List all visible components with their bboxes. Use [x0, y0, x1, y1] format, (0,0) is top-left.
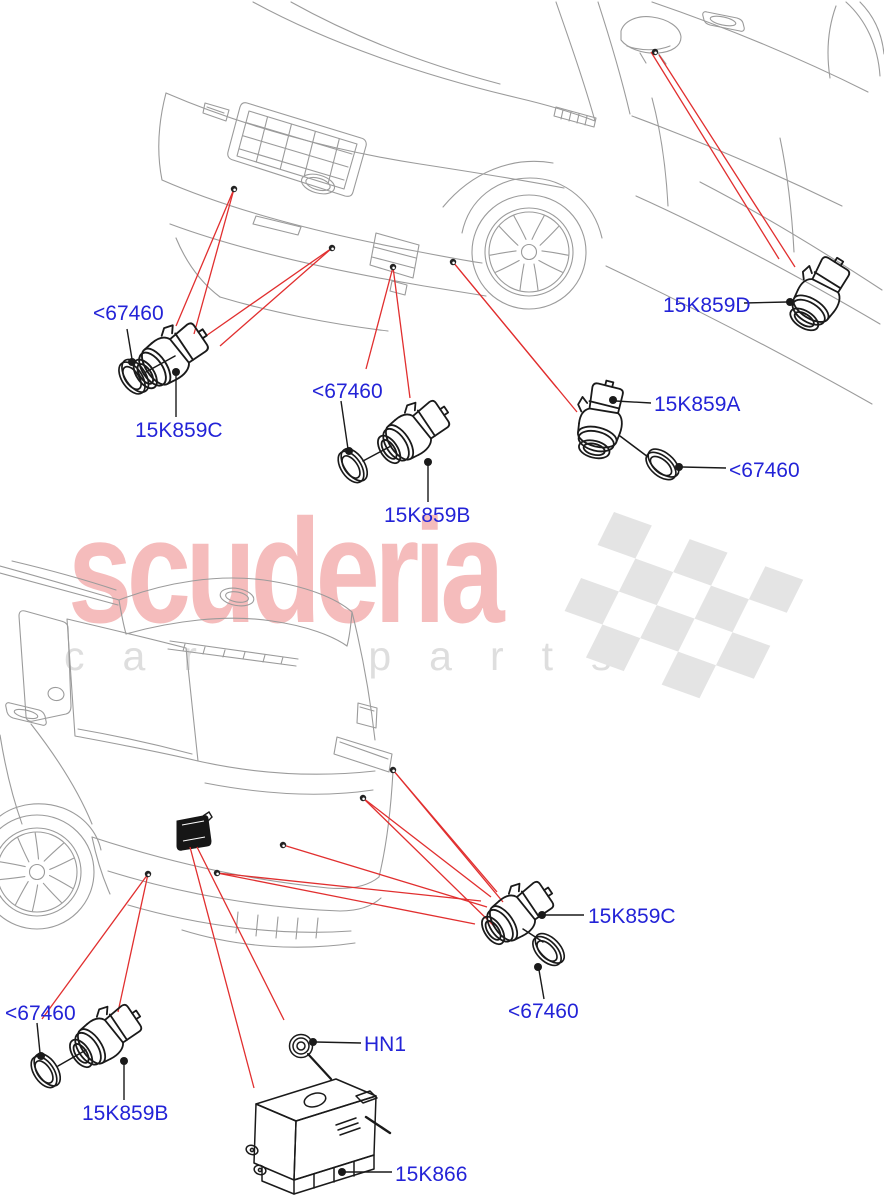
- watermark-subtitle: car parts: [64, 633, 650, 679]
- callout-lines: [41, 51, 796, 1089]
- part-label-front-ring-mid[interactable]: <67460: [312, 380, 383, 403]
- part-label-rear-sensor-c[interactable]: 15K859C: [588, 905, 676, 928]
- part-label-side-sensor-d[interactable]: 15K859D: [663, 294, 751, 317]
- rear-car-illustration: [0, 560, 394, 948]
- part-label-rear-ring-b[interactable]: <67460: [5, 1002, 76, 1025]
- part-label-front-ring-right[interactable]: <67460: [729, 459, 800, 482]
- checkered-flag-watermark: [564, 512, 804, 699]
- part-label-front-sensor-b[interactable]: 15K859B: [384, 504, 471, 527]
- part-label-rear-ring-c[interactable]: <67460: [508, 1000, 579, 1023]
- part-label-front-sensor-c[interactable]: 15K859C: [135, 419, 223, 442]
- part-sensor-15k859c-rear: [470, 868, 564, 954]
- part-sensor-15k859b-rear: [57, 991, 152, 1077]
- watermark-brand: scuderia: [68, 489, 505, 654]
- part-sensor-15k859b-front: [362, 387, 460, 473]
- part-ring-rear-b: [24, 1048, 67, 1094]
- part-label-front-sensor-a[interactable]: 15K859A: [654, 393, 741, 416]
- part-label-front-ring-left[interactable]: <67460: [93, 302, 164, 325]
- part-label-rear-sensor-b[interactable]: 15K859B: [82, 1102, 169, 1125]
- label-leader-lines: [36, 298, 794, 1176]
- sensor-location-markers: [144, 48, 659, 878]
- part-label-fastener-hn1[interactable]: HN1: [364, 1033, 407, 1056]
- part-fastener-hn1: [288, 1033, 333, 1081]
- front-car-illustration: [158, 1, 884, 405]
- part-module-15k866: [245, 1078, 392, 1195]
- part-label-module-15k866[interactable]: 15K866: [395, 1163, 468, 1186]
- part-sensor-15k859d: [758, 234, 878, 350]
- part-sensor-15k859a: [536, 356, 662, 482]
- tailgate-harness-module: [176, 811, 213, 851]
- part-ring-rear-c: [524, 924, 573, 976]
- part-sensor-15k859c-front: [121, 309, 219, 399]
